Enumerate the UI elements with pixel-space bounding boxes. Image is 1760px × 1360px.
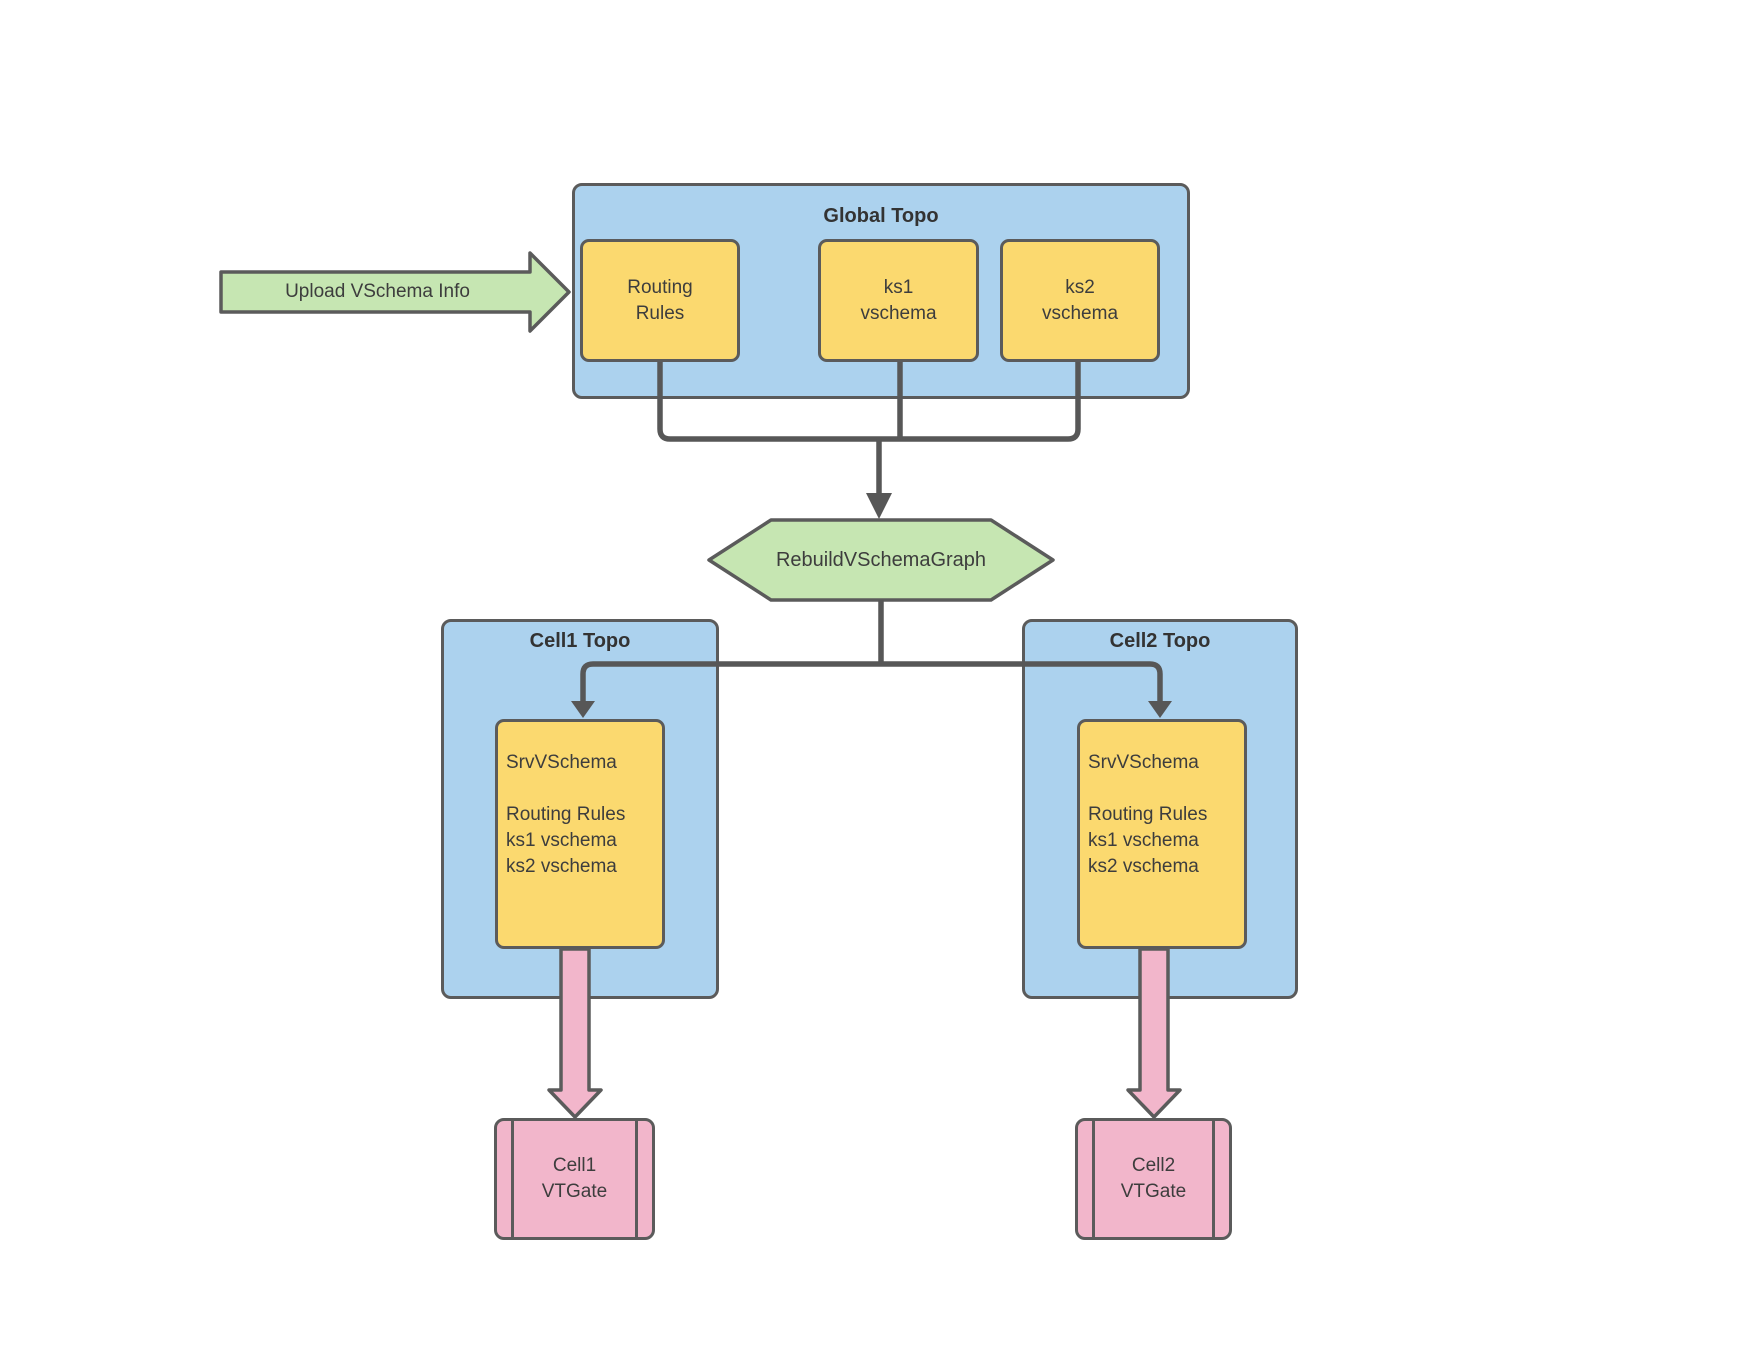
blank-line — [1088, 776, 1238, 802]
vtgate-label-line: Cell1 — [552, 1155, 597, 1176]
vtgate-left-bar — [511, 1121, 514, 1237]
cell1-topo-title: Cell1 Topo — [529, 630, 631, 652]
vtgate-right-bar — [635, 1121, 638, 1237]
cell2-srv-vschema-box: SrvVSchema Routing Rules ks1 vschema ks2… — [1077, 719, 1247, 949]
srv-item: ks1 vschema — [506, 830, 617, 851]
store-label-line: vschema — [860, 302, 937, 324]
global-topo-title: Global Topo — [823, 205, 939, 227]
srv-item: Routing Rules — [506, 804, 626, 825]
srv-vschema-title: SrvVSchema — [1088, 752, 1199, 773]
store-box-routing-rules: Routing Rules — [580, 239, 740, 362]
srv-item: ks1 vschema — [1088, 830, 1199, 851]
srv-item: Routing Rules — [1088, 804, 1208, 825]
vtgate-right-bar — [1212, 1121, 1215, 1237]
store-box-ks2-vschema: ks2 vschema — [1000, 239, 1160, 362]
upload-arrow-label: Upload VSchema Info — [285, 281, 470, 302]
blank-line — [506, 776, 656, 802]
vtgate-left-bar — [1092, 1121, 1095, 1237]
cell2-vtgate-box: Cell2 VTGate — [1075, 1118, 1232, 1240]
cell1-srv-vschema-box: SrvVSchema Routing Rules ks1 vschema ks2… — [495, 719, 665, 949]
srv-item: ks2 vschema — [1088, 856, 1199, 877]
arrowhead-to-rebuild-icon — [866, 493, 892, 519]
store-label-line: vschema — [1041, 302, 1119, 324]
store-box-ks1-vschema: ks1 vschema — [818, 239, 979, 362]
store-label-line: Rules — [635, 302, 685, 324]
srv-item: ks2 vschema — [506, 856, 617, 877]
store-label-line: ks1 — [883, 276, 914, 298]
cell2-topo-title: Cell2 Topo — [1109, 630, 1211, 652]
rebuild-label: RebuildVSchemaGraph — [775, 549, 987, 571]
store-label-line: Routing — [627, 276, 693, 298]
vtgate-label-line: VTGate — [541, 1181, 608, 1202]
srv-vschema-title: SrvVSchema — [506, 752, 617, 773]
vtgate-label-line: VTGate — [1120, 1181, 1187, 1202]
store-label-line: ks2 — [1065, 276, 1095, 298]
vtgate-label-line: Cell2 — [1131, 1155, 1176, 1176]
cell1-vtgate-box: Cell1 VTGate — [494, 1118, 655, 1240]
